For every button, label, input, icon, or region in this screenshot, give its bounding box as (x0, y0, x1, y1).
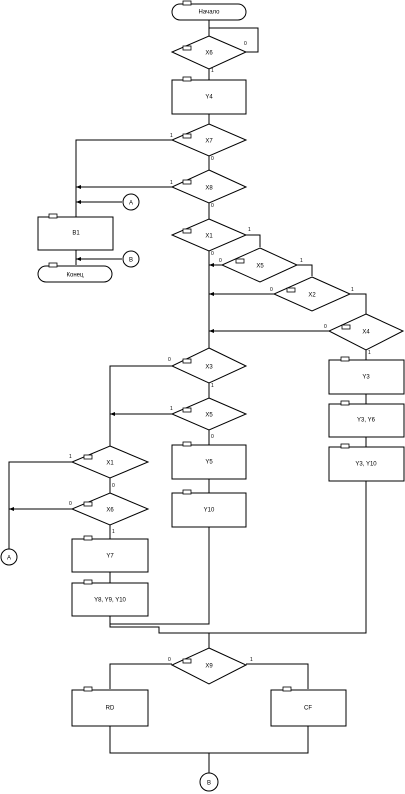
operation-y4-label: Y4 (205, 95, 213, 101)
operation-y3y10: Y3, Y10 (328, 443, 405, 482)
branch-label: 1 (170, 406, 173, 412)
connector-lines (8, 20, 367, 773)
operation-y4: Y4 (171, 76, 247, 115)
end-label: Конец (67, 273, 84, 279)
branch-label: 1 (170, 180, 173, 186)
connector-b-top-label: B (129, 258, 133, 264)
branch-label: 0 (211, 156, 214, 162)
branch-label: 1 (211, 68, 214, 74)
condition-x5-low: X5 1 0 (170, 397, 248, 440)
operation-y8y9y10-label: Y8, Y9, Y10 (94, 598, 126, 604)
operation-y3y10-label: Y3, Y10 (355, 462, 377, 468)
operation-y10-label: Y10 (204, 508, 215, 514)
operation-y8y9y10: Y8, Y9, Y10 (71, 579, 149, 617)
operation-y3y6-label: Y3, Y6 (357, 418, 376, 424)
branch-label: 1 (250, 657, 253, 663)
connector-a-left-label: A (7, 556, 11, 562)
operation-y3-label: Y3 (362, 375, 370, 381)
operation-y5: Y5 (171, 441, 247, 480)
condition-x4-label: X4 (362, 330, 370, 336)
operation-cf: CF (270, 686, 347, 727)
condition-x8: X8 1 0 (170, 169, 248, 209)
operation-cf-label: CF (304, 706, 312, 712)
operation-y5-label: Y5 (205, 460, 213, 466)
condition-x3-label: X3 (205, 365, 213, 371)
arrow-x5-left (209, 263, 214, 267)
condition-x5-mid: X5 0 1 (219, 247, 303, 283)
arrow-x5low-left (110, 412, 115, 416)
condition-x6-low: X6 0 1 (69, 492, 150, 535)
condition-x1-low: X1 1 0 (69, 445, 150, 489)
connector-a-top: A (122, 193, 140, 211)
operation-y3: Y3 (328, 356, 405, 395)
connector-b-top: B (122, 250, 140, 268)
branch-label: 0 (211, 434, 214, 440)
condition-x2: X2 0 1 (270, 276, 354, 312)
condition-x5-low-label: X5 (205, 413, 213, 419)
arrow-b-left (76, 257, 81, 261)
operation-rd-label: RD (106, 706, 115, 712)
condition-x5-mid-label: X5 (256, 264, 264, 270)
arrow-x2-left (209, 292, 214, 296)
branch-label: 1 (69, 454, 72, 460)
condition-x7: X7 1 0 (170, 123, 248, 162)
start-label: Начало (199, 10, 221, 16)
branch-label: 0 (168, 357, 171, 363)
condition-x7-label: X7 (205, 139, 213, 145)
operation-y3y6: Y3, Y6 (328, 400, 405, 438)
branch-label: 0 (219, 258, 222, 264)
branch-label: 0 (69, 501, 72, 507)
arrow-a-left (76, 200, 81, 204)
branch-label: 0 (244, 41, 247, 47)
condition-x9: X9 0 1 (168, 647, 253, 685)
branch-label: 0 (211, 203, 214, 209)
connector-a-left: A (0, 548, 18, 566)
branch-label: 1 (248, 227, 251, 233)
branch-label: 1 (170, 133, 173, 139)
branch-label: 0 (324, 324, 327, 330)
condition-x6-top-label: X6 (205, 51, 213, 57)
condition-x2-label: X2 (308, 293, 316, 299)
branch-label: 0 (211, 251, 214, 257)
condition-x8-label: X8 (205, 186, 213, 192)
condition-x1-low-label: X1 (106, 461, 114, 467)
branch-label: 0 (112, 483, 115, 489)
connector-b-bottom-label: B (207, 781, 211, 787)
operation-rd: RD (71, 686, 149, 727)
branch-label: 0 (168, 657, 171, 663)
condition-x6-top: X6 0 1 (170, 35, 248, 74)
operation-b1-label: B1 (72, 231, 80, 237)
condition-x4: X4 0 1 (324, 313, 405, 356)
operation-y10: Y10 (171, 489, 247, 528)
branch-label: 1 (368, 350, 371, 356)
condition-x9-label: X9 (205, 664, 213, 670)
start-terminal: Начало (171, 0, 247, 21)
arrow-x6low-left (9, 507, 14, 511)
arrow-x8-left (76, 185, 81, 189)
condition-x3: X3 0 1 (168, 347, 248, 389)
end-terminal: Конец (37, 262, 113, 283)
branch-label: 0 (270, 287, 273, 293)
operation-y7: Y7 (71, 535, 149, 573)
condition-x1-label: X1 (205, 234, 213, 240)
branch-label: 1 (351, 287, 354, 293)
branch-label: 1 (112, 529, 115, 535)
operation-b1: B1 (37, 213, 114, 251)
branch-label: 1 (300, 258, 303, 264)
condition-x1: X1 1 0 (170, 218, 251, 257)
connector-b-bottom: B (199, 772, 219, 792)
arrowheads (9, 185, 214, 511)
operation-y7-label: Y7 (106, 554, 114, 560)
branch-label: 1 (211, 383, 214, 389)
connector-a-top-label: A (129, 201, 133, 207)
condition-x6-low-label: X6 (106, 508, 114, 514)
arrow-x4-left (209, 329, 214, 333)
